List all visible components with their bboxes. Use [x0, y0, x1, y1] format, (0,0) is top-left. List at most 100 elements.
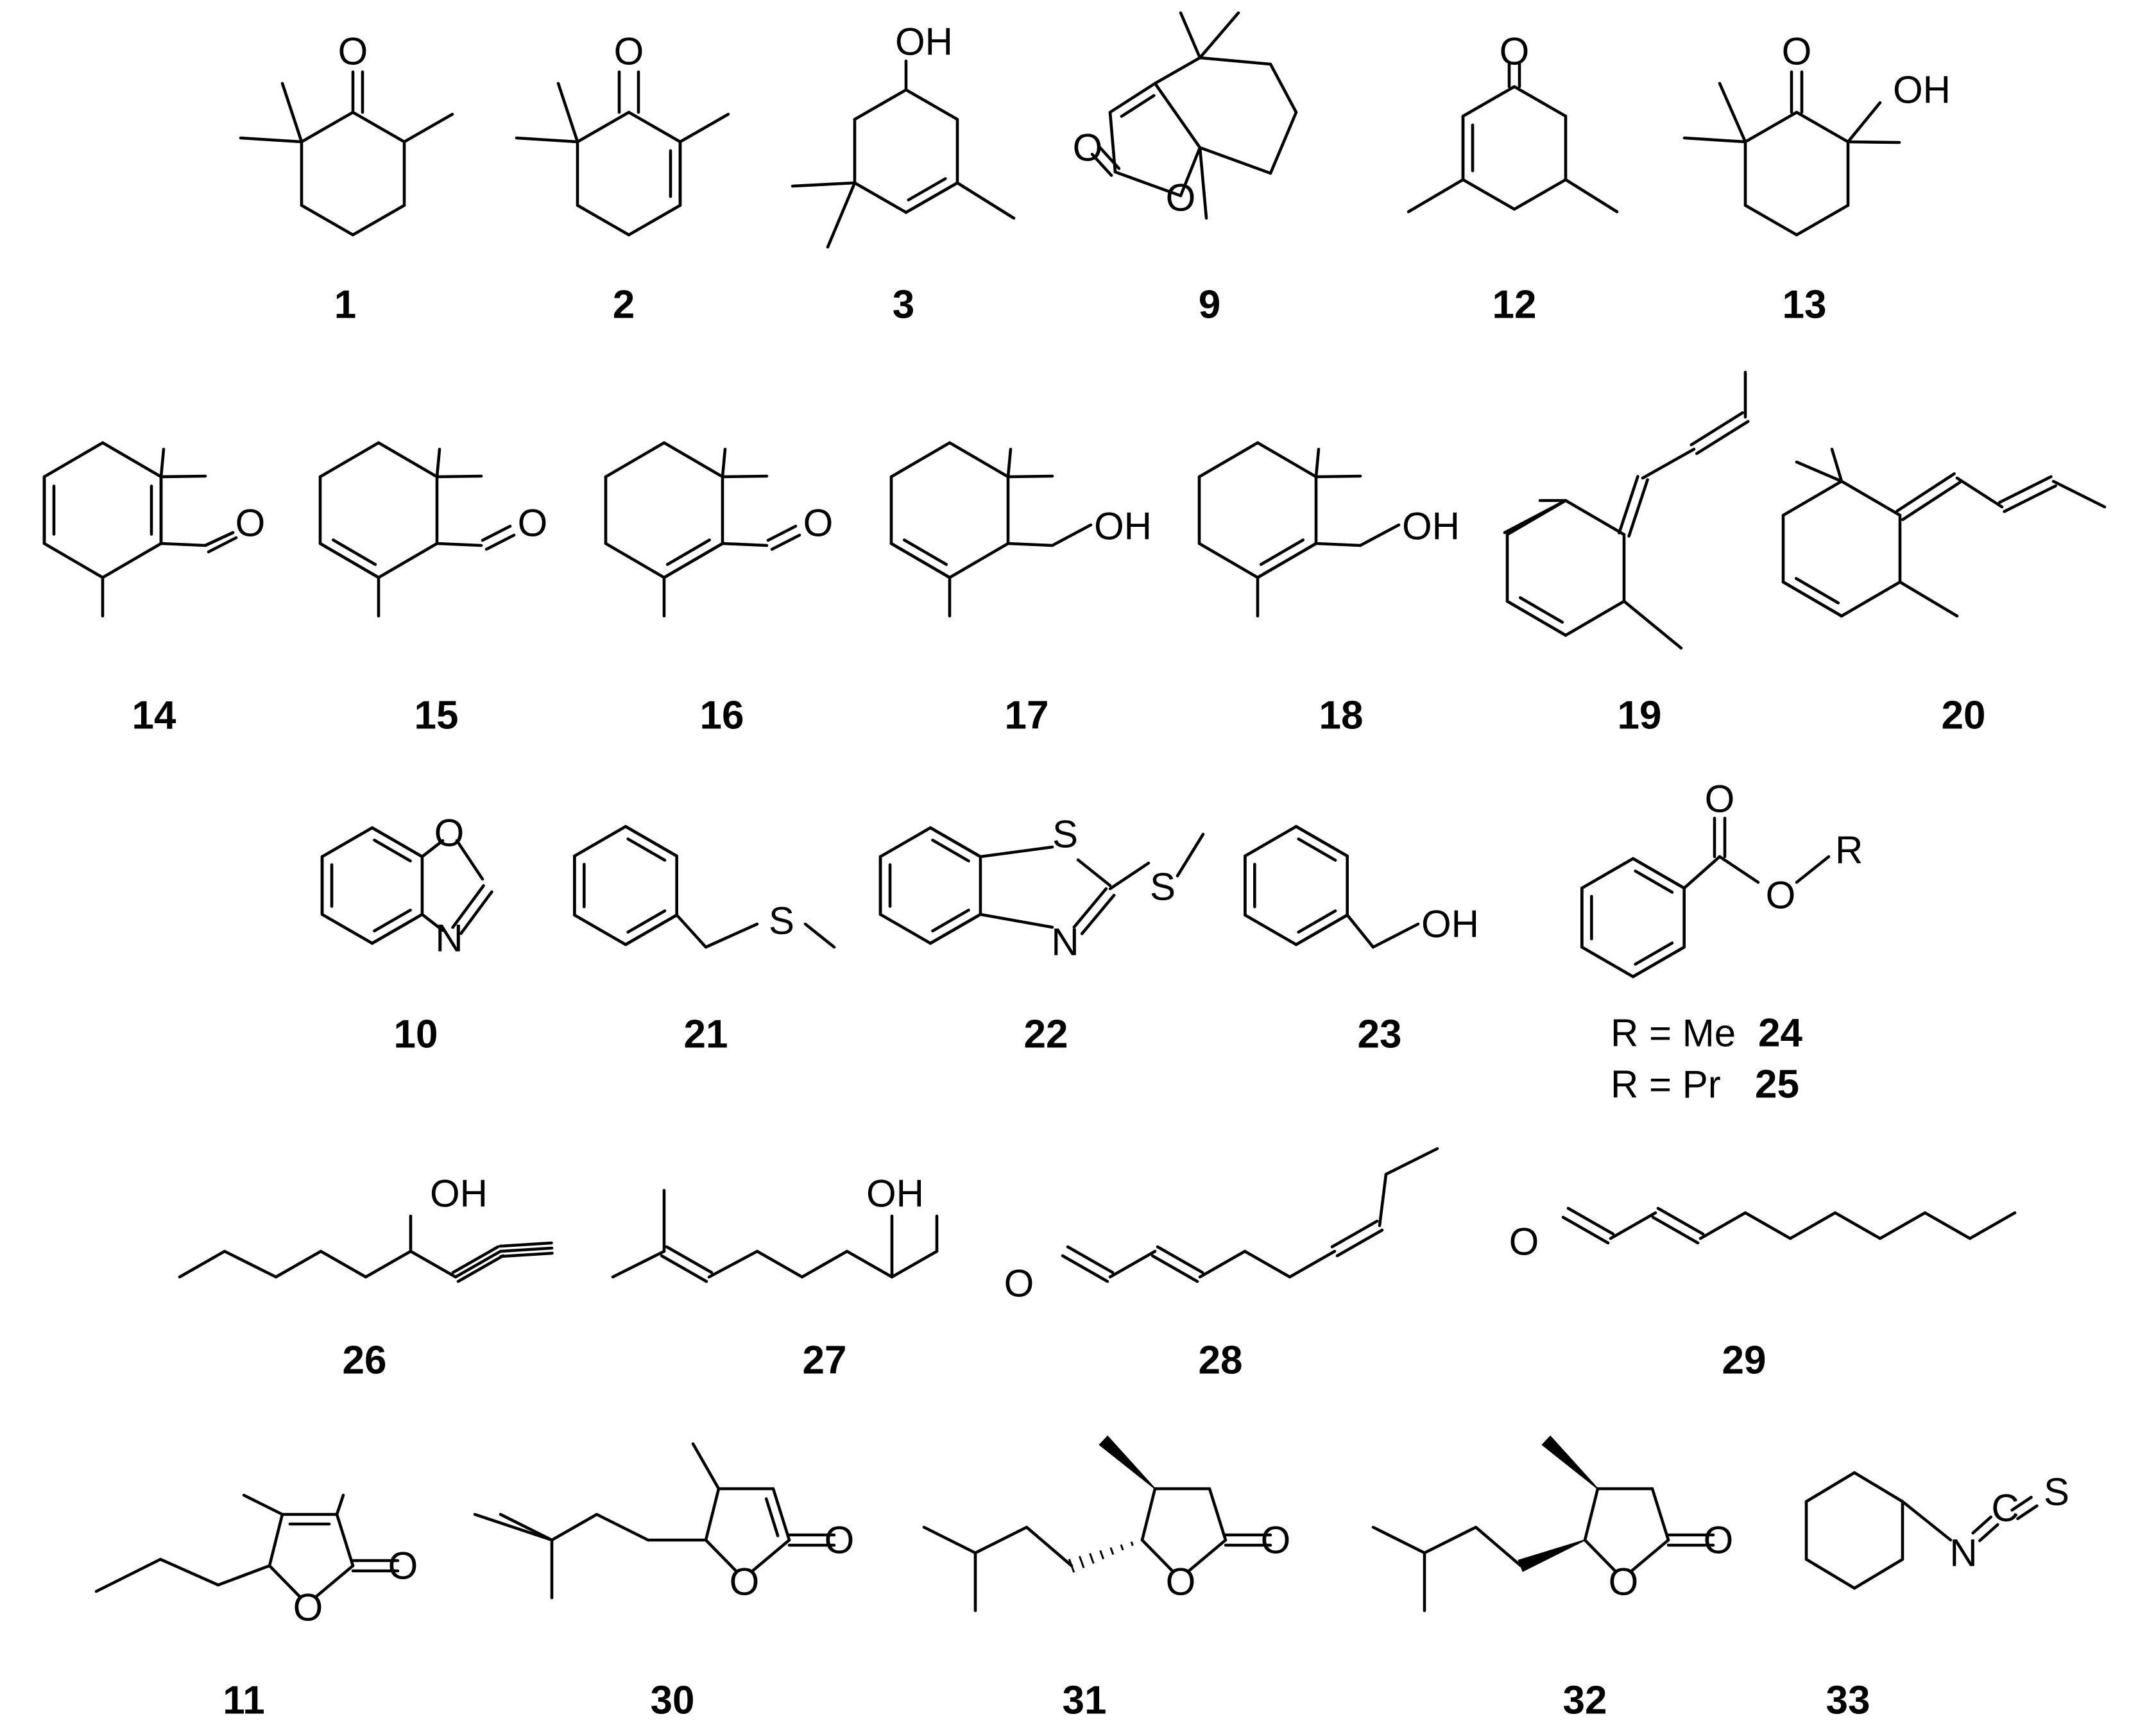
bond	[1259, 538, 1305, 566]
bond	[1795, 203, 1850, 237]
compound-number: 20	[1942, 694, 1986, 738]
bond	[1061, 1254, 1109, 1283]
bond	[420, 839, 445, 859]
bond	[1461, 178, 1516, 211]
hydroxyl-group: OH	[1421, 903, 1479, 946]
compound-number: 2	[613, 283, 635, 327]
bond	[1564, 599, 1626, 637]
bond	[1297, 909, 1337, 934]
bond	[973, 1525, 1029, 1555]
nitrogen-atom: N	[435, 917, 463, 960]
bond	[1269, 110, 1298, 175]
bond	[2010, 1496, 2033, 1512]
bond	[370, 912, 424, 945]
bond	[351, 203, 406, 237]
compound-number: 29	[1722, 1339, 1767, 1383]
bond	[499, 1251, 554, 1258]
compound-number: 22	[1024, 1013, 1068, 1057]
bond	[1066, 1245, 1115, 1274]
bond	[1878, 1211, 1927, 1240]
bond	[889, 542, 952, 579]
compound-21: S21	[573, 825, 836, 1057]
oxygen-atom: O	[338, 30, 368, 73]
wedge-bond	[1541, 1435, 1598, 1489]
bond	[662, 441, 724, 479]
bond	[721, 447, 727, 479]
bond	[955, 181, 1016, 220]
carbonyl-oxygen: O	[825, 1519, 855, 1562]
bond	[604, 542, 666, 579]
bond	[1006, 447, 1013, 479]
compound-19: 19	[1503, 370, 1750, 738]
bond	[377, 441, 439, 479]
bond	[1108, 1249, 1157, 1279]
bond	[853, 181, 908, 214]
bond	[1650, 1487, 1670, 1542]
bond	[1651, 1215, 1700, 1245]
bond	[319, 1249, 368, 1279]
bond	[1197, 542, 1260, 579]
bond	[1108, 861, 1151, 891]
bond	[904, 88, 959, 121]
bond	[1179, 146, 1202, 198]
bond	[1153, 56, 1202, 85]
bond	[979, 845, 1054, 859]
hash-bond	[1099, 1550, 1104, 1560]
hydroxyl-group: OH	[1094, 505, 1152, 548]
bond	[42, 441, 105, 479]
bond	[1314, 542, 1362, 547]
bond	[845, 1249, 894, 1279]
bond	[1583, 1538, 1616, 1572]
bond	[1561, 1215, 1610, 1245]
bond	[1901, 1500, 1953, 1542]
bond	[1256, 542, 1318, 579]
ring-oxygen: O	[1166, 176, 1196, 219]
bond	[931, 909, 970, 933]
bond	[662, 542, 724, 579]
compound-number: 17	[1005, 694, 1049, 738]
bond	[1140, 1538, 1174, 1572]
compound-number: 21	[684, 1013, 728, 1057]
bond	[268, 1512, 284, 1568]
bond	[242, 1493, 284, 1516]
bond	[335, 1493, 345, 1516]
compound-2: O2	[515, 30, 730, 327]
bond	[484, 533, 516, 551]
compound-29: O29	[1509, 1206, 2017, 1383]
bond	[1583, 1487, 1600, 1542]
nitrogen-atom: N	[1051, 921, 1079, 964]
bond	[1630, 1538, 1670, 1572]
bond	[771, 1487, 791, 1542]
compound-number: 23	[1358, 1013, 1402, 1057]
bond	[889, 441, 952, 479]
bond	[1852, 1557, 1904, 1590]
bond	[1840, 580, 1902, 618]
bond	[1833, 1211, 1882, 1240]
bond	[300, 110, 355, 144]
bond	[928, 912, 982, 945]
bond	[1346, 913, 1375, 949]
compound-28: O28	[1004, 1147, 1439, 1383]
bond	[1156, 1245, 1204, 1274]
bond	[770, 533, 801, 551]
bond	[1743, 110, 1799, 144]
compound-16: O16	[604, 441, 833, 738]
bond	[101, 542, 163, 579]
bond	[1978, 1523, 1999, 1543]
compound-number: 11	[223, 1679, 265, 1723]
bond	[1622, 599, 1683, 650]
bond	[878, 912, 932, 945]
bond	[1743, 1211, 1792, 1240]
bond	[1564, 499, 1626, 536]
bond	[948, 542, 1010, 579]
bond	[556, 81, 579, 144]
bond	[665, 538, 712, 566]
compound-number: 14	[132, 694, 176, 738]
oxygen-atom: O	[614, 30, 644, 73]
sulfur-atom: S	[1052, 813, 1078, 856]
bond	[1609, 1211, 1657, 1240]
